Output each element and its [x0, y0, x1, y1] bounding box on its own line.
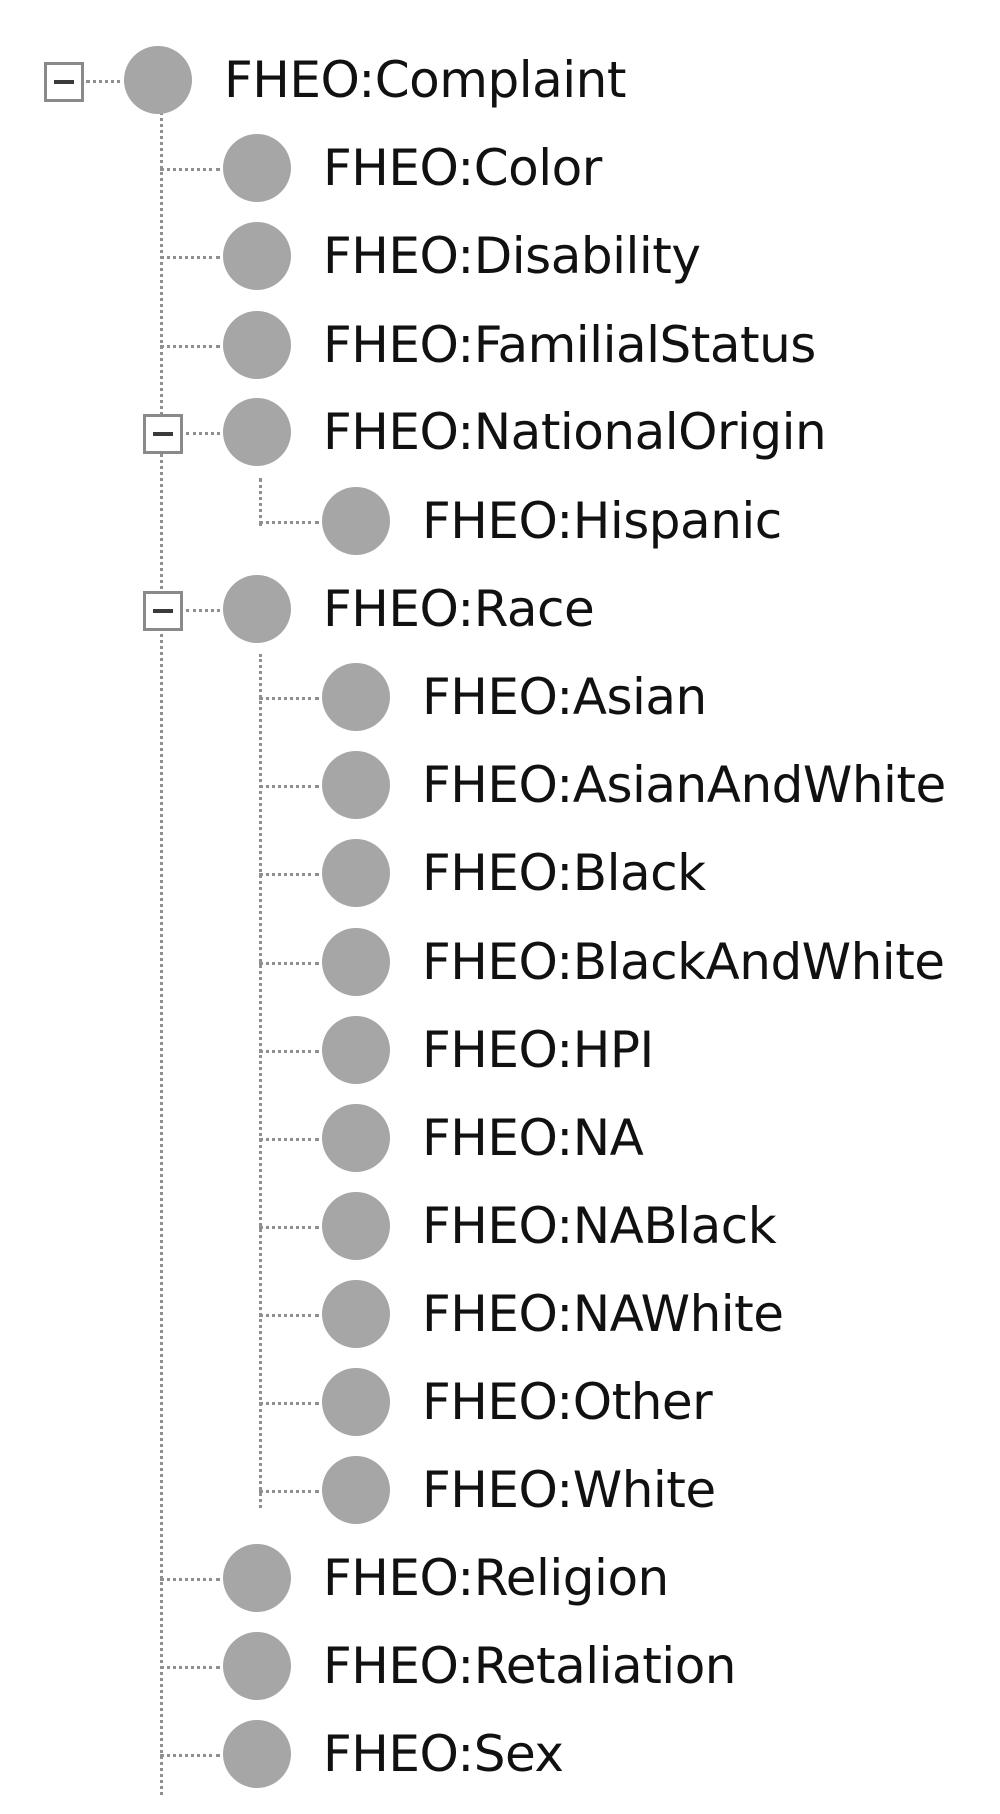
tree-guide-nawhite: [259, 1314, 319, 1317]
tree-node-disability[interactable]: FHEO:Disability: [223, 218, 701, 294]
tree-node-label: FHEO:NA: [422, 1109, 644, 1167]
tree-node-label: FHEO:Retaliation: [323, 1637, 736, 1695]
tree-node-retaliation[interactable]: FHEO:Retaliation: [223, 1628, 736, 1704]
tree-node-na[interactable]: FHEO:NA: [322, 1100, 644, 1176]
tree-node-label: FHEO:Other: [422, 1373, 713, 1431]
collapse-toggle-nationalorigin[interactable]: [143, 414, 183, 454]
class-circle-icon: [322, 1016, 390, 1084]
tree-node-label: FHEO:HPI: [422, 1021, 654, 1079]
class-circle-icon: [223, 1544, 291, 1612]
tree-guide-root-connector: [86, 80, 128, 83]
class-circle-icon: [124, 46, 192, 114]
class-circle-icon: [322, 928, 390, 996]
tree-node-hispanic[interactable]: FHEO:Hispanic: [322, 483, 782, 559]
tree-node-sex[interactable]: FHEO:Sex: [223, 1716, 564, 1792]
tree-guide-familialstatus: [160, 345, 220, 348]
class-circle-icon: [322, 839, 390, 907]
tree-guide-white: [259, 1490, 319, 1493]
tree-guide-asian: [259, 697, 319, 700]
tree-guide-nationalorigin: [186, 432, 220, 435]
tree-guide-sex: [160, 1754, 220, 1757]
tree-node-label: FHEO:Religion: [323, 1549, 669, 1607]
tree-node-label: FHEO:BlackAndWhite: [422, 933, 945, 991]
class-circle-icon: [223, 575, 291, 643]
tree-node-hpi[interactable]: FHEO:HPI: [322, 1012, 654, 1088]
tree-guide-disability: [160, 256, 220, 259]
tree-node-label: FHEO:NAWhite: [422, 1285, 784, 1343]
tree-node-black[interactable]: FHEO:Black: [322, 835, 706, 911]
tree-node-label: FHEO:White: [422, 1461, 716, 1519]
tree-node-label: FHEO:Complaint: [224, 51, 626, 109]
class-circle-icon: [322, 1280, 390, 1348]
tree-node-label: FHEO:Color: [323, 139, 602, 197]
tree-guide-color: [160, 168, 220, 171]
tree-node-color[interactable]: FHEO:Color: [223, 130, 602, 206]
tree-node-white[interactable]: FHEO:White: [322, 1452, 716, 1528]
class-circle-icon: [223, 398, 291, 466]
tree-node-race[interactable]: FHEO:Race: [223, 571, 595, 647]
tree-guide-root: [160, 94, 163, 1795]
tree-guide-other: [259, 1402, 319, 1405]
tree-guide-race-node: [186, 609, 220, 612]
tree-node-asianandwhite[interactable]: FHEO:AsianAndWhite: [322, 747, 946, 823]
tree-guide-nablack: [259, 1226, 319, 1229]
class-circle-icon: [223, 1720, 291, 1788]
tree-node-label: FHEO:Black: [422, 844, 706, 902]
tree-guide-asianandwhite: [259, 785, 319, 788]
class-circle-icon: [223, 222, 291, 290]
tree-guide-race: [259, 654, 262, 1508]
tree-node-familialstatus[interactable]: FHEO:FamilialStatus: [223, 307, 816, 383]
tree-node-other[interactable]: FHEO:Other: [322, 1364, 713, 1440]
tree-node-nablack[interactable]: FHEO:NABlack: [322, 1188, 777, 1264]
tree-node-label: FHEO:Sex: [323, 1725, 564, 1783]
tree-guide-na: [259, 1138, 319, 1141]
tree-node-label: FHEO:Disability: [323, 227, 701, 285]
class-circle-icon: [223, 1632, 291, 1700]
class-circle-icon: [322, 663, 390, 731]
tree-node-label: FHEO:Asian: [422, 668, 707, 726]
tree-guide-hpi: [259, 1050, 319, 1053]
class-circle-icon: [322, 487, 390, 555]
tree-guide-blackandwhite: [259, 962, 319, 965]
tree-node-asian[interactable]: FHEO:Asian: [322, 659, 707, 735]
tree-node-label: FHEO:Race: [323, 580, 595, 638]
class-circle-icon: [223, 134, 291, 202]
class-circle-icon: [322, 751, 390, 819]
tree-guide-hispanic: [259, 521, 319, 524]
tree-node-label: FHEO:Hispanic: [422, 492, 782, 550]
tree-node-complaint[interactable]: FHEO:Complaint: [124, 42, 626, 118]
tree-node-label: FHEO:NationalOrigin: [323, 403, 827, 461]
tree-node-label: FHEO:AsianAndWhite: [422, 756, 946, 814]
tree-guide-religion: [160, 1578, 220, 1581]
tree-node-blackandwhite[interactable]: FHEO:BlackAndWhite: [322, 924, 945, 1000]
tree-guide-retaliation: [160, 1666, 220, 1669]
class-circle-icon: [322, 1368, 390, 1436]
class-circle-icon: [322, 1456, 390, 1524]
class-circle-icon: [322, 1104, 390, 1172]
tree-node-label: FHEO:FamilialStatus: [323, 316, 816, 374]
class-circle-icon: [322, 1192, 390, 1260]
collapse-toggle-complaint[interactable]: [44, 62, 84, 102]
tree-guide-black: [259, 873, 319, 876]
tree-node-religion[interactable]: FHEO:Religion: [223, 1540, 669, 1616]
tree-guide-national-origin: [259, 478, 262, 526]
tree-node-nationalorigin[interactable]: FHEO:NationalOrigin: [223, 394, 827, 470]
tree-node-nawhite[interactable]: FHEO:NAWhite: [322, 1276, 784, 1352]
tree-node-label: FHEO:NABlack: [422, 1197, 777, 1255]
class-circle-icon: [223, 311, 291, 379]
collapse-toggle-race[interactable]: [143, 591, 183, 631]
